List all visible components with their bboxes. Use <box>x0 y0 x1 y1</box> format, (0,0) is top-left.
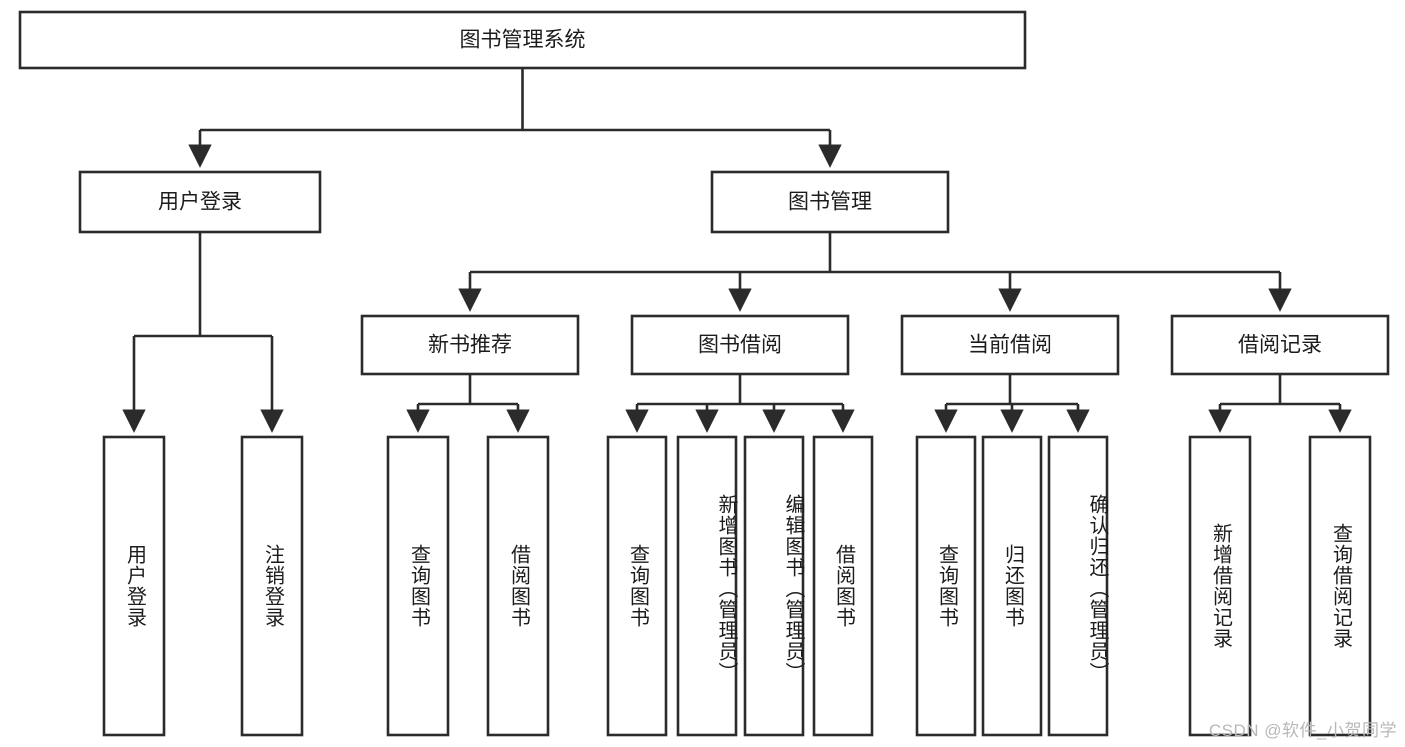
node-leaf-return-book-box[interactable] <box>981 435 1043 737</box>
node-leaf-query-book-current-box[interactable] <box>915 435 977 737</box>
node-leaf-query-book-rec-box[interactable] <box>386 435 450 737</box>
node-current-borrow[interactable]: 当前借阅 <box>900 314 1120 376</box>
node-leaf-user-logout-box[interactable] <box>240 435 304 737</box>
node-user-login[interactable]: 用户登录 <box>78 170 322 234</box>
node-new-book-rec-label: 新书推荐 <box>428 334 512 357</box>
node-current-borrow-label: 当前借阅 <box>968 334 1052 357</box>
node-new-book-rec[interactable]: 新书推荐 <box>360 314 580 376</box>
node-user-login-box[interactable] <box>78 170 322 234</box>
node-book-manage-box[interactable] <box>710 170 950 234</box>
node-leaf-add-book-box[interactable] <box>676 435 738 737</box>
node-borrow-record-label: 借阅记录 <box>1238 334 1322 357</box>
node-book-manage[interactable]: 图书管理 <box>710 170 950 234</box>
node-user-login-label: 用户登录 <box>158 191 242 214</box>
node-root-box[interactable] <box>18 10 1027 70</box>
node-book-manage-label: 图书管理 <box>788 191 872 214</box>
node-new-book-rec-box[interactable] <box>360 314 580 376</box>
node-leaf-user-login-box[interactable] <box>102 435 166 737</box>
node-leaf-borrow-book-box[interactable] <box>812 435 874 737</box>
node-book-borrow[interactable]: 图书借阅 <box>630 314 850 376</box>
node-leaf-borrow-book-rec-box[interactable] <box>486 435 550 737</box>
node-leaf-edit-book-box[interactable] <box>743 435 805 737</box>
node-current-borrow-box[interactable] <box>900 314 1120 376</box>
node-book-borrow-label: 图书借阅 <box>698 334 782 357</box>
node-borrow-record-box[interactable] <box>1170 314 1390 376</box>
node-leaf-add-record-box[interactable] <box>1188 435 1252 737</box>
node-leaf-query-book-borrow-box[interactable] <box>606 435 668 737</box>
edge-layer <box>122 68 1352 433</box>
node-root-label: 图书管理系统 <box>460 29 586 52</box>
node-borrow-record[interactable]: 借阅记录 <box>1170 314 1390 376</box>
node-leaf-query-record-box[interactable] <box>1308 435 1372 737</box>
node-root[interactable]: 图书管理系统 <box>18 10 1027 70</box>
node-book-borrow-box[interactable] <box>630 314 850 376</box>
node-layer: 图书管理系统 用户登录 图书管理 新书推荐 图书借阅 当前 <box>18 10 1390 737</box>
csdn-watermark: CSDN @软件_小贺同学 <box>1208 721 1397 740</box>
node-leaf-confirm-return-box[interactable] <box>1047 435 1109 737</box>
